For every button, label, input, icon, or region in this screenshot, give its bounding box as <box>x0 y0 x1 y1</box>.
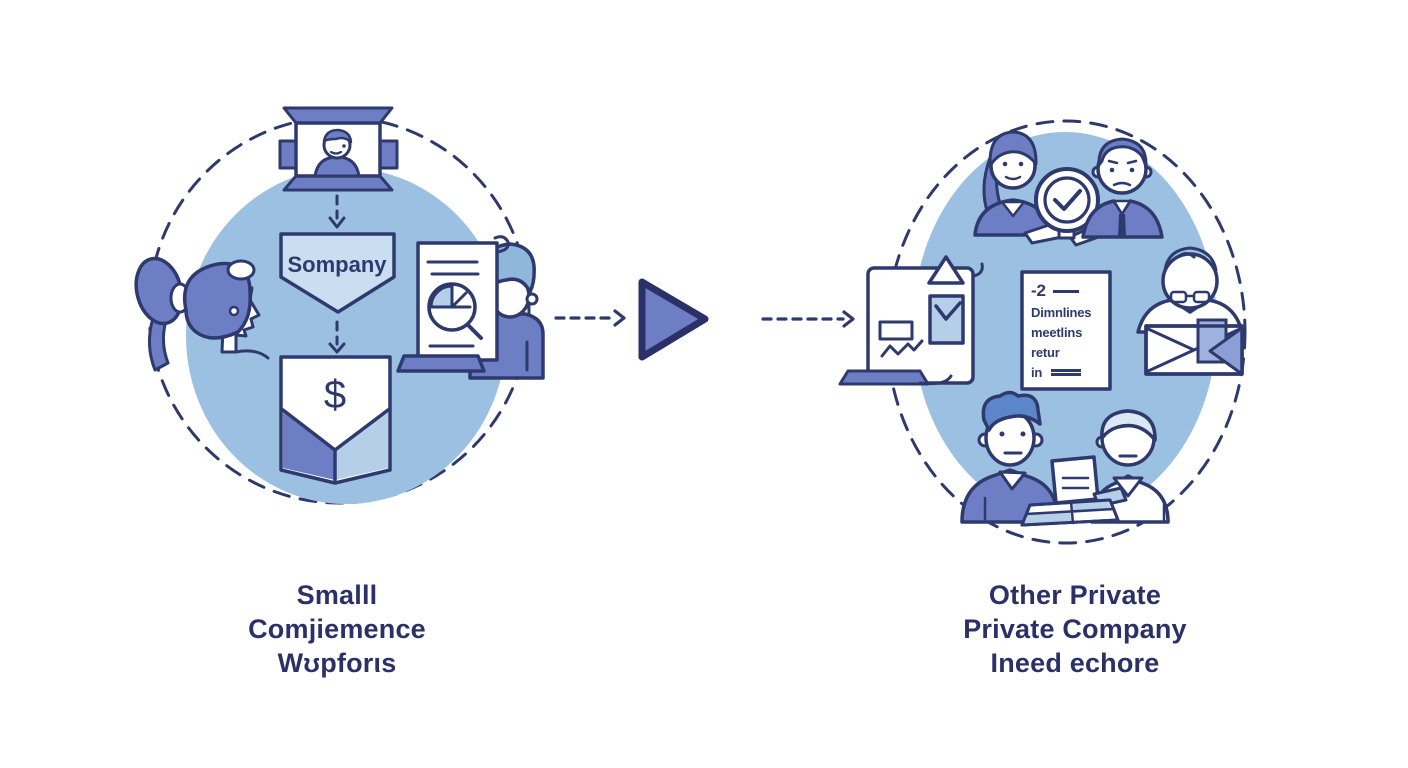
right-caption-line-1: Other Private <box>988 580 1162 610</box>
dashed-down-arrow-icon <box>328 320 346 354</box>
memo-rule-icon <box>1052 289 1079 293</box>
employee-woman-icon <box>973 130 1052 237</box>
chart-board-icon <box>838 255 984 386</box>
keyboard-tray-icon <box>1020 498 1120 527</box>
businessman-icon <box>1081 137 1164 239</box>
right-caption: Other Private Private Company Ineed echo… <box>875 578 1275 680</box>
left-caption-line-1: Smalll <box>296 580 378 610</box>
left-circle-group: Sompany $ <box>134 106 545 505</box>
right-caption-line-2: Private Company <box>963 614 1187 644</box>
memo-line-4: retur <box>1031 345 1060 360</box>
dashed-right-arrow-icon <box>554 309 626 327</box>
document-page-icon <box>1050 455 1128 508</box>
memo-line-3: meetlins <box>1031 325 1083 340</box>
money-banner-icon: $ <box>279 355 392 485</box>
memo-line-1: -2 <box>1031 281 1046 300</box>
play-triangle-icon <box>638 278 709 361</box>
left-caption-line-2: Comjiemence <box>248 614 426 644</box>
team-member-icon <box>1090 409 1170 524</box>
senior-clerk-envelope-icon <box>1136 246 1244 376</box>
left-caption-line-3: Wʊpforιs <box>277 648 397 678</box>
company-banner-label: Sompany <box>287 252 387 277</box>
company-banner-icon: Sompany <box>279 232 396 314</box>
dashed-down-arrow-icon <box>328 194 346 229</box>
memo-double-rule-icon <box>1051 369 1082 376</box>
report-magnifier-scroll-icon <box>396 235 510 373</box>
left-caption: Smalll Comjiemence Wʊpforιs <box>157 578 517 680</box>
connector-group <box>554 278 855 361</box>
right-caption-line-3: Ineed echore <box>990 648 1160 678</box>
memo-line-5: in <box>1031 365 1043 380</box>
memo-note-text: -2 Dimnlines meetlins retur in <box>1031 280 1105 382</box>
woman-profile-icon <box>134 256 270 372</box>
right-circle-group <box>838 119 1247 545</box>
right-dashed-ring <box>885 119 1247 545</box>
memo-line-2: Dimnlines <box>1031 305 1092 320</box>
dashed-right-arrow-icon <box>761 310 855 328</box>
video-call-screen-icon <box>278 106 399 192</box>
money-symbol: $ <box>324 373 346 417</box>
